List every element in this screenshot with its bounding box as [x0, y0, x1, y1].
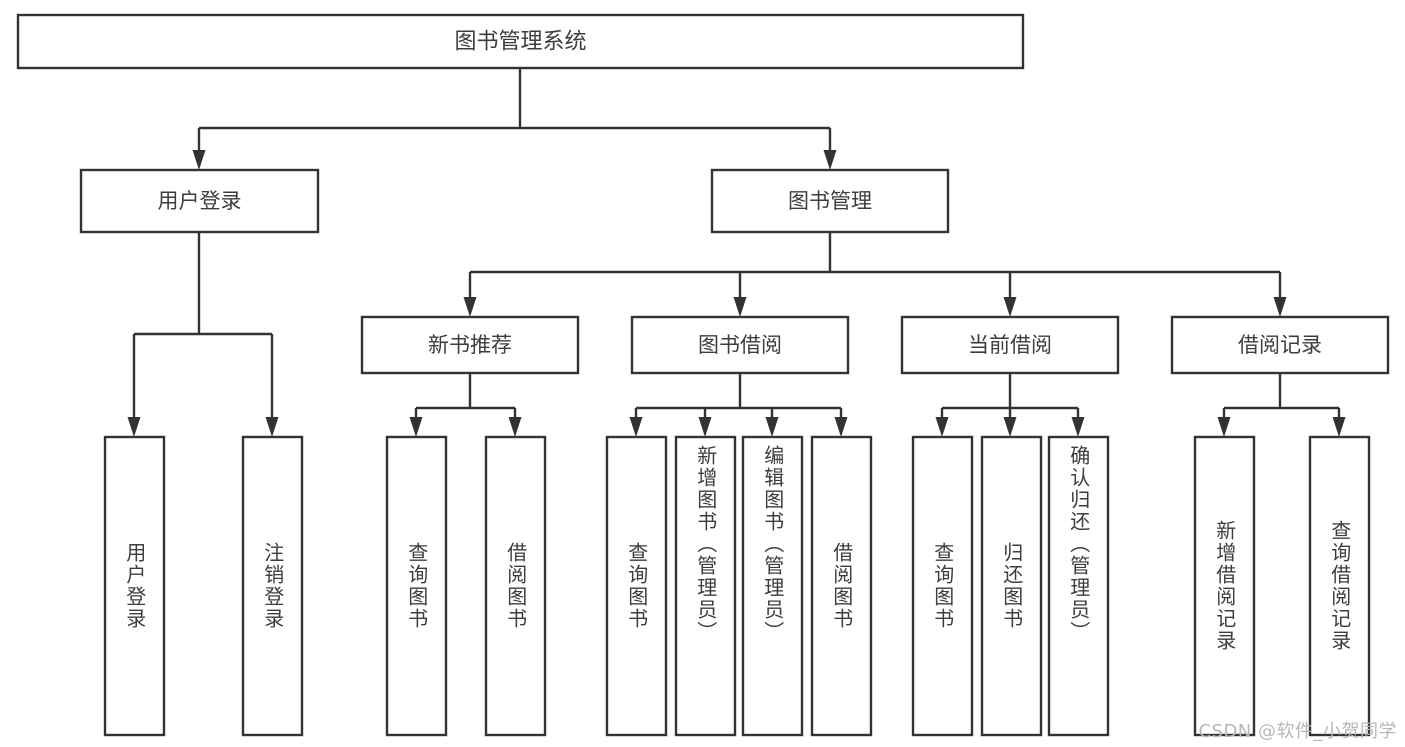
- root-drop-0-arrowhead: [192, 150, 206, 170]
- book-manage-drop-2-arrowhead: [1003, 297, 1017, 317]
- node-root-label: 图书管理系统: [454, 30, 586, 55]
- user-login-drop-0-arrowhead: [127, 417, 141, 437]
- leaf-leaf-borrow-book-2-box[interactable]: [810, 435, 873, 737]
- leaf-leaf-query-book-1-box[interactable]: [385, 435, 448, 737]
- leaf-leaf-edit-book-box[interactable]: [741, 435, 804, 737]
- group-new-book-recommend-drop-1-arrowhead: [508, 417, 522, 437]
- group-book-borrow-drop-2-arrowhead: [765, 417, 779, 437]
- watermark-text: CSDN @软件_小贺同学: [1198, 721, 1397, 742]
- node-box-layer: [16, 13, 1390, 737]
- group-book-borrow-drop-1-arrowhead: [698, 417, 712, 437]
- leaf-leaf-user-login-box[interactable]: [103, 435, 166, 737]
- node-book-manage-box[interactable]: [710, 168, 950, 234]
- node-current-borrow-box[interactable]: [900, 315, 1120, 375]
- node-current-borrow-label: 当前借阅: [968, 333, 1052, 357]
- leaf-leaf-query-record-box[interactable]: [1308, 435, 1371, 737]
- leaf-leaf-add-book-box[interactable]: [674, 435, 737, 737]
- group-book-borrow-drop-3-arrowhead: [834, 417, 848, 437]
- group-current-borrow-drop-0-arrowhead: [935, 417, 949, 437]
- node-borrow-record-box[interactable]: [1170, 315, 1390, 375]
- node-new-book-recommend-box[interactable]: [360, 315, 580, 375]
- node-book-manage-label: 图书管理: [788, 189, 872, 213]
- group-borrow-record-drop-0-arrowhead: [1217, 417, 1231, 437]
- leaf-leaf-add-record-box[interactable]: [1193, 435, 1256, 737]
- leaf-leaf-borrow-book-1-box[interactable]: [484, 435, 547, 737]
- node-borrow-record-label: 借阅记录: [1238, 333, 1322, 357]
- book-manage-drop-0-arrowhead: [463, 297, 477, 317]
- node-root-box[interactable]: [16, 13, 1025, 70]
- node-book-borrow-box[interactable]: [630, 315, 850, 375]
- node-new-book-recommend-label: 新书推荐: [428, 333, 512, 357]
- group-new-book-recommend-drop-0-arrowhead: [409, 417, 423, 437]
- leaf-leaf-return-book-box[interactable]: [980, 435, 1043, 737]
- leaf-leaf-confirm-return-box[interactable]: [1047, 435, 1110, 737]
- group-current-borrow-drop-1-arrowhead: [1003, 417, 1017, 437]
- group-book-borrow-drop-0-arrowhead: [629, 417, 643, 437]
- group-current-borrow-drop-2-arrowhead: [1071, 417, 1085, 437]
- node-user-login-box[interactable]: [79, 168, 320, 234]
- connector-layer: [127, 68, 1346, 437]
- book-manage-drop-1-arrowhead: [733, 297, 747, 317]
- leaf-leaf-query-book-2-box[interactable]: [605, 435, 668, 737]
- group-borrow-record-drop-1-arrowhead: [1332, 417, 1346, 437]
- leaf-leaf-query-book-3-box[interactable]: [911, 435, 974, 737]
- node-book-borrow-label: 图书借阅: [698, 333, 782, 357]
- node-user-login-label: 用户登录: [158, 189, 242, 213]
- leaf-leaf-logout-box[interactable]: [241, 435, 304, 737]
- root-drop-1-arrowhead: [823, 150, 837, 170]
- book-manage-drop-3-arrowhead: [1273, 297, 1287, 317]
- user-login-drop-1-arrowhead: [265, 417, 279, 437]
